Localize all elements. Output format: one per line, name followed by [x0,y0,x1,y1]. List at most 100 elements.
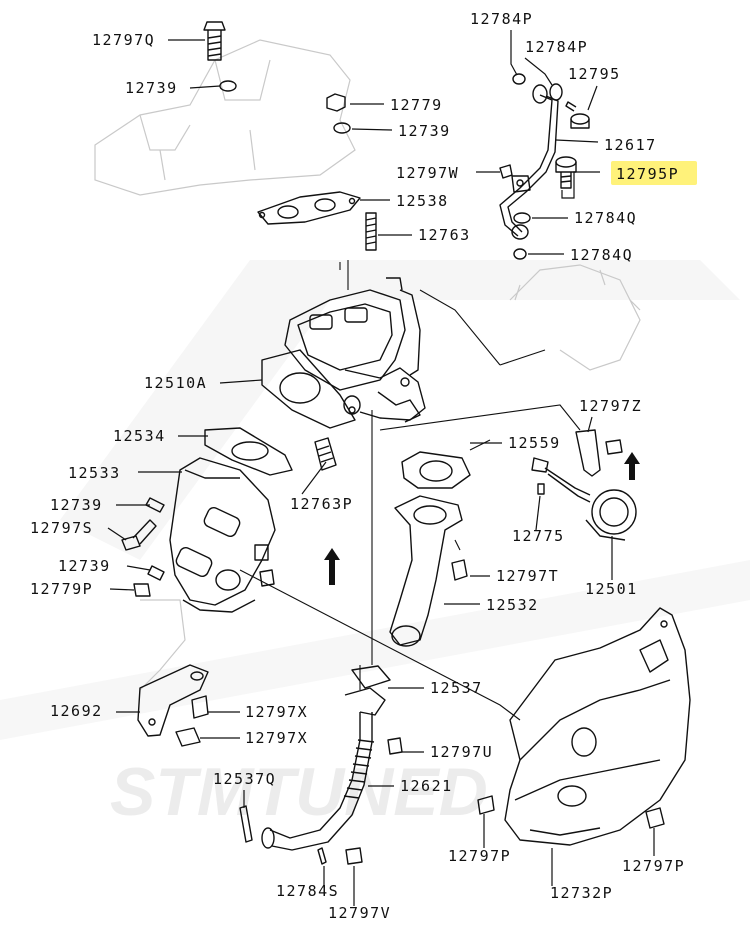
pipe-12532 [389,495,463,647]
callout-12510a: 12510A [144,374,207,392]
heatshield-12732p [504,607,691,846]
callout-12763p: 12763P [290,495,353,513]
callout-12692: 12692 [50,702,103,720]
callout-12617: 12617 [604,136,657,154]
reference-lines [239,260,581,721]
leader-12739 [351,128,393,131]
bolt-12795p [555,156,577,189]
callout-12784q: 12784Q [570,246,633,264]
leader-12784p [510,30,518,76]
callout-12763: 12763 [418,226,471,244]
callout-12779p: 12779P [30,580,93,598]
bracket-12692 [137,664,209,737]
callout-12795: 12795 [568,65,621,83]
leader-12739 [189,85,221,89]
gasket-12559 [401,451,471,489]
callout-12795p: 12795P [616,165,679,183]
leader-12795 [587,85,598,111]
callout-12797v: 12797V [328,904,391,922]
callout-12537: 12537 [430,679,483,697]
washer-12739-lower [147,565,165,581]
callout-12537q: 12537Q [213,770,276,788]
oring-12784q-b [513,248,527,260]
bolt-12797p-a [477,795,495,815]
leader-12510a [219,379,263,384]
washer-12739 [333,122,351,134]
callout-12501: 12501 [585,580,638,598]
leader-12779p [109,588,135,591]
washer-12739-top [219,80,237,92]
actuator-12501 [531,429,637,541]
arrow-layer [324,452,640,585]
bolt-12797x-b [175,727,201,747]
callout-12797p: 12797P [622,857,685,875]
callout-12779: 12779 [390,96,443,114]
bolt-12797s [121,519,157,551]
parts-layer [121,21,691,865]
leader-12763p [301,461,327,495]
callout-12559: 12559 [508,434,561,452]
callout-12784p: 12784P [470,10,533,28]
turbocharger-12510a [261,277,426,429]
callout-12532: 12532 [486,596,539,614]
leader-12797s [107,527,127,541]
stud-12763 [365,212,377,251]
bolt-12797z [605,439,623,455]
elbow-12533 [169,457,276,613]
callout-12784q: 12784Q [574,209,637,227]
callout-12784p: 12784P [525,38,588,56]
callout-12797p: 12797P [448,847,511,865]
leader-12617 [555,139,599,143]
callout-12797z: 12797Z [579,397,642,415]
callout-12739: 12739 [125,79,178,97]
callout-12797u: 12797U [430,743,493,761]
callout-12739: 12739 [50,496,103,514]
leader-12784p [524,57,553,86]
callout-12797x: 12797X [245,703,308,721]
washer-12739-left [145,497,165,513]
oring-12784q-a [513,212,531,224]
leader-12739 [126,565,151,571]
up-arrow-icon [624,452,640,480]
callout-12797w: 12797W [396,164,459,182]
nut-12779 [326,93,346,112]
clip-12784s [317,847,327,865]
callout-12534: 12534 [113,427,166,445]
bolt-12795 [565,101,590,129]
callout-12784s: 12784S [276,882,339,900]
watermark-layer: STMTUNED [0,260,750,830]
leader-12775 [535,495,541,531]
callout-12775: 12775 [512,527,565,545]
leader-lines [107,30,655,906]
oil-pipe-12617 [499,84,559,240]
nut-12779p [133,583,151,597]
part-highlight [611,161,697,185]
bolt-12797w [499,164,513,179]
callout-12739: 12739 [58,557,111,575]
clip-12775 [537,483,545,495]
callout-12797q: 12797Q [92,31,155,49]
oring-12784p-a [512,73,526,85]
callout-12732p: 12732P [550,884,613,902]
up-arrow-icon [324,548,340,585]
watermark-text: STMTUNED [110,754,488,830]
oring-12784p-b [549,83,563,101]
bolt-12797x-a [191,695,209,719]
callout-12797x: 12797X [245,729,308,747]
bolt-12797v [345,847,363,865]
gasket-12538 [257,191,361,225]
callout-12739: 12739 [398,122,451,140]
leader-12797z [587,416,593,433]
callout-12797t: 12797T [496,567,559,585]
callout-12538: 12538 [396,192,449,210]
return-pipe-12621 [261,687,386,851]
callout-12797s: 12797S [30,519,93,537]
callout-12621: 12621 [400,777,453,795]
gasket-12534 [204,427,293,476]
engine-outline [94,39,641,691]
bolt-12797u [387,737,403,755]
callout-12533: 12533 [68,464,121,482]
stud-12763p [314,437,337,471]
